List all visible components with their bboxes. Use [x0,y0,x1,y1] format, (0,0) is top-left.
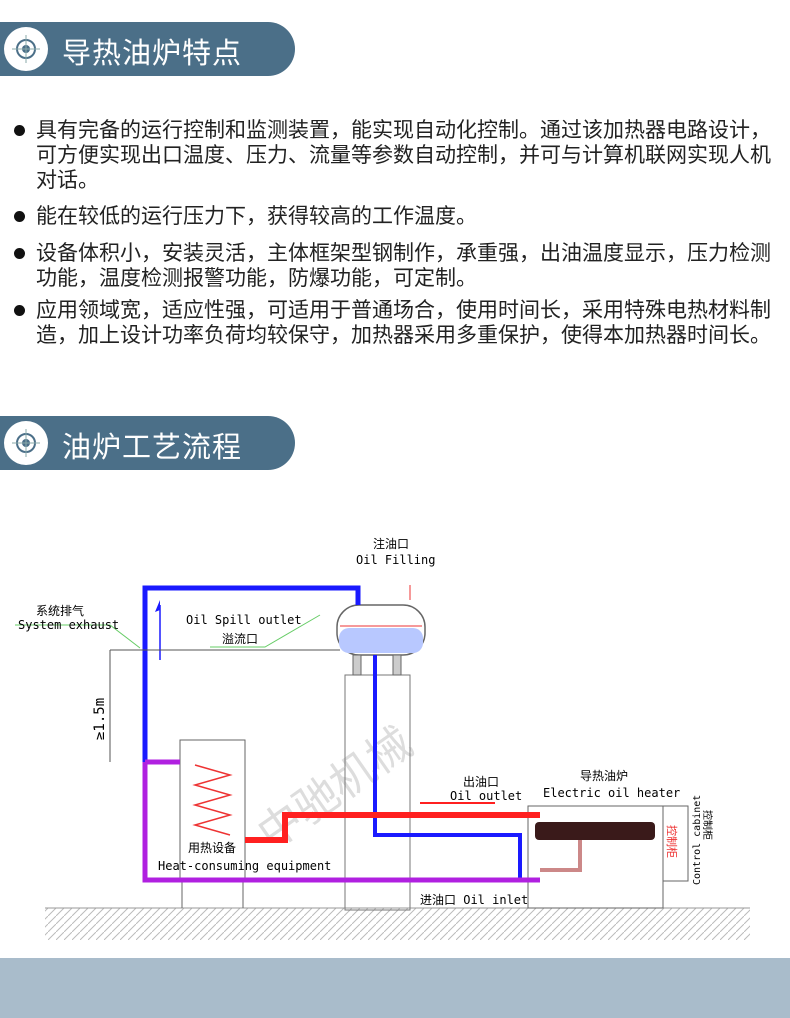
heater-label-en: Electric oil heater [543,786,680,800]
cabinet-label-cn: 控制柜 [665,825,679,858]
equip-label-en: Heat-consuming equipment [158,859,331,873]
outlet-label-cn: 出油口 [463,775,499,789]
height-label: ≥1.5m [92,698,108,740]
oil-filling-label-en: Oil Filling [356,553,435,567]
oil-filling-label-cn: 注油口 [373,536,409,551]
section-title: 导热油炉特点 [62,36,243,70]
spill-label-cn: 溢流口 [222,632,258,646]
exhaust-label-en: System exhaust [18,618,119,632]
feature-text: 应用领域宽，适应性强，可适用于普通场合，使用时间长，采用特殊电热材料制造，加上设… [36,298,771,347]
tank-stand [344,674,411,911]
section-title: 油炉工艺流程 [62,430,243,464]
outlet-label-en: Oil outlet [450,789,522,803]
cabinet-label-cn2: 控制柜 [701,810,714,840]
process-diagram: 中驰机械 注油口 Oil Filling 系统排气 System exhaust… [15,536,750,940]
footer-band [0,958,790,1018]
equip-label-cn: 用热设备 [188,841,236,855]
cabinet-label-en: Control cabinet [692,795,703,885]
ground [45,908,750,940]
section-header-process: 油炉工艺流程 [0,416,295,470]
crosshair-icon [4,421,48,465]
feature-item: 应用领域宽，适应性强，可适用于普通场合，使用时间长，采用特殊电热材料制造，加上设… [14,298,776,348]
feature-item: 具有完备的运行控制和监测装置，能实现自动化控制。通过该加热器电路设计，可方便实现… [14,118,776,193]
feature-item: 能在较低的运行压力下，获得较高的工作温度。 [14,204,776,229]
feature-text: 设备体积小，安装灵活，主体框架型钢制作，承重强，出油温度显示，压力检测功能，温度… [36,241,771,290]
control-cabinet [662,805,689,882]
inlet-label: 进油口 Oil inlet [420,893,528,907]
exhaust-label-cn: 系统排气 [36,603,84,618]
spill-label-en: Oil Spill outlet [186,613,302,627]
section-header-features: 导热油炉特点 [0,22,295,76]
feature-text: 能在较低的运行压力下，获得较高的工作温度。 [36,204,477,228]
heater-label-cn: 导热油炉 [580,769,628,783]
feature-item: 设备体积小，安装灵活，主体框架型钢制作，承重强，出油温度显示，压力检测功能，温度… [14,241,776,291]
electric-oil-heater [527,805,664,909]
crosshair-icon [4,27,48,71]
feature-text: 具有完备的运行控制和监测装置，能实现自动化控制。通过该加热器电路设计，可方便实现… [36,118,771,192]
